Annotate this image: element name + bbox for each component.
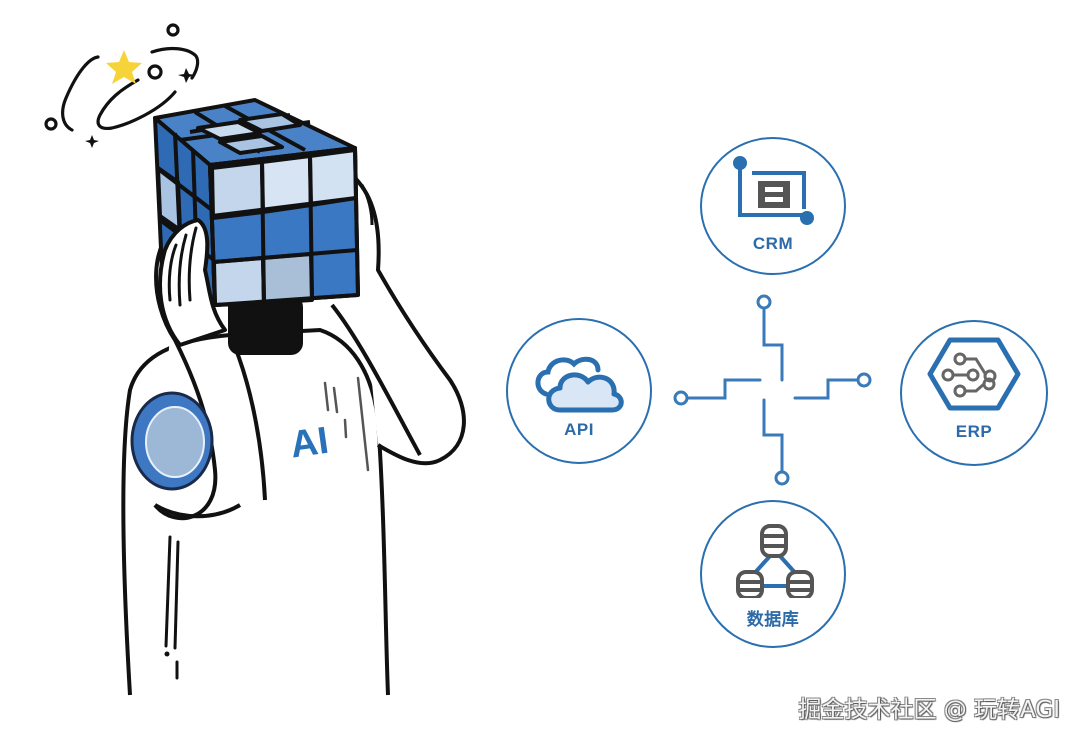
- sparkle-icon: [85, 135, 99, 148]
- api-label: API: [564, 420, 594, 439]
- watermark-text: 掘金技术社区 @ 玩转AGI: [798, 697, 1060, 723]
- sparkle-icon: [178, 68, 195, 83]
- database-network-icon: [736, 524, 814, 598]
- rubiks-cube-head: [153, 98, 360, 307]
- crm-frame-icon: [733, 156, 814, 225]
- database-node[interactable]: 数据库: [700, 500, 846, 648]
- crm-node[interactable]: CRM: [700, 137, 846, 275]
- shirt-ai-text: AI: [288, 420, 331, 467]
- crm-label: CRM: [752, 234, 794, 253]
- database-label: 数据库: [746, 610, 800, 630]
- confused-ai-character: AI: [44, 23, 466, 696]
- neck: [228, 295, 303, 355]
- left-hand: [158, 218, 227, 347]
- connector-hub-icon: [673, 294, 872, 486]
- cloud-icon: [535, 356, 624, 413]
- star-icon: [106, 50, 142, 84]
- right-arm: [350, 173, 466, 466]
- api-node[interactable]: API: [506, 318, 652, 464]
- hexagon-circuit-icon: [927, 337, 1021, 411]
- erp-label: ERP: [955, 422, 993, 441]
- erp-node[interactable]: ERP: [900, 320, 1048, 466]
- dizzy-orbit-icon: [44, 23, 200, 132]
